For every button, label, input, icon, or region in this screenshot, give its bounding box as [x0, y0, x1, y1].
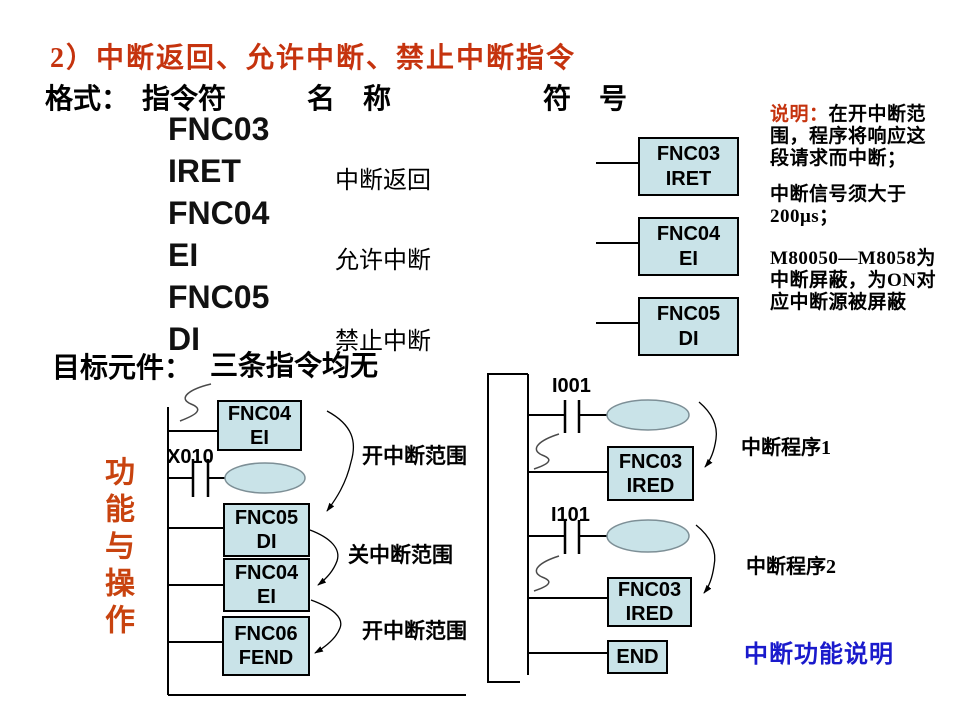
symbol-box-line: FNC04 — [656, 222, 721, 245]
target-value: 三条指令均无 — [210, 351, 379, 382]
ladder-box-ei-2: FNC04 EI — [223, 558, 310, 612]
ladder-box-ei-1: FNC04 EI — [217, 400, 302, 451]
instruction-code-fnc03: FNC03 — [168, 111, 270, 147]
note-paragraph-2: 中断信号须大于200μs； — [770, 184, 907, 227]
column-header-name: 名 称 — [307, 84, 392, 115]
footer-interrupt-function-note: 中断功能说明 — [744, 642, 894, 668]
symbol-box-line: FNC03 — [656, 142, 721, 165]
instruction-mnemonic-ei: EI — [168, 237, 199, 273]
symbol-box-line: EI — [679, 247, 698, 270]
symbol-box-line: FNC05 — [656, 302, 721, 325]
instruction-name-ei: 允许中断 — [335, 248, 431, 274]
note-label: 说明： — [770, 104, 829, 125]
symbol-box-ei: FNC04 EI — [638, 217, 739, 276]
note-text-1: 在开中断范围，程序将响应这段请求而中断； — [770, 104, 927, 169]
annotation-close-interrupt: 关中断范围 — [348, 543, 453, 567]
format-label: 格式： — [45, 84, 130, 115]
side-label-function-operation: 功能与操作 — [100, 456, 133, 641]
instruction-mnemonic-iret: IRET — [168, 153, 241, 189]
symbol-box-di: FNC05 DI — [638, 297, 739, 356]
contact-label-x010: X010 — [167, 446, 214, 468]
ladder-box-line: FNC04 — [227, 402, 292, 425]
ladder-box-end: END — [607, 640, 668, 674]
instruction-mnemonic-di: DI — [168, 321, 200, 357]
ladder-box-line: END — [616, 646, 659, 668]
note-paragraph-3: M80050—M8058为中断屏蔽，为ON对应中断源被屏蔽 — [770, 248, 937, 313]
ladder-box-ired-2: FNC03 IRED — [607, 577, 692, 627]
symbol-box-line: IRET — [665, 167, 712, 190]
symbol-box-line: DI — [678, 327, 699, 350]
notes-panel: 说明：在开中断范围，程序将响应这段请求而中断； 中断信号须大于200μs； M8… — [770, 104, 942, 314]
ladder-box-di: FNC05 DI — [223, 503, 310, 557]
annotation-open-interrupt-1: 开中断范围 — [362, 444, 467, 468]
ladder-box-line: FNC04 — [234, 562, 299, 584]
note-paragraph-1: 说明：在开中断范围，程序将响应这段请求而中断； — [770, 104, 942, 170]
annotation-open-interrupt-2: 开中断范围 — [362, 619, 467, 643]
instruction-code-fnc04: FNC04 — [168, 195, 270, 231]
ladder-box-fend: FNC06 FEND — [222, 616, 310, 676]
ladder-box-line: DI — [256, 531, 277, 553]
instruction-name-iret: 中断返回 — [335, 168, 431, 194]
column-header-instruction: 指令符 — [142, 84, 227, 115]
target-label: 目标元件： — [52, 353, 193, 384]
ladder-box-line: FNC06 — [234, 623, 298, 645]
slide-title: 2）中断返回、允许中断、禁止中断指令 — [50, 43, 577, 74]
ladder-box-line: FNC05 — [234, 507, 299, 529]
annotation-interrupt-program-1: 中断程序1 — [741, 437, 831, 459]
instruction-name-di: 禁止中断 — [335, 329, 431, 355]
ladder-box-line: EI — [257, 586, 276, 608]
annotation-interrupt-program-2: 中断程序2 — [746, 556, 836, 578]
ladder-box-line: FNC03 — [618, 450, 683, 473]
symbol-box-iret: FNC03 IRET — [638, 137, 739, 196]
ladder-box-line: FEND — [238, 647, 294, 669]
ladder-box-line: EI — [250, 426, 269, 449]
instruction-code-fnc05: FNC05 — [168, 279, 270, 315]
ladder-box-line: FNC03 — [617, 579, 682, 601]
contact-label-i101: I101 — [551, 504, 590, 526]
ladder-box-line: IRED — [626, 474, 675, 497]
contact-label-i001: I001 — [552, 375, 591, 397]
ladder-box-line: IRED — [625, 603, 674, 625]
column-header-symbol: 符 号 — [543, 84, 628, 115]
ladder-box-ired-1: FNC03 IRED — [607, 446, 694, 501]
